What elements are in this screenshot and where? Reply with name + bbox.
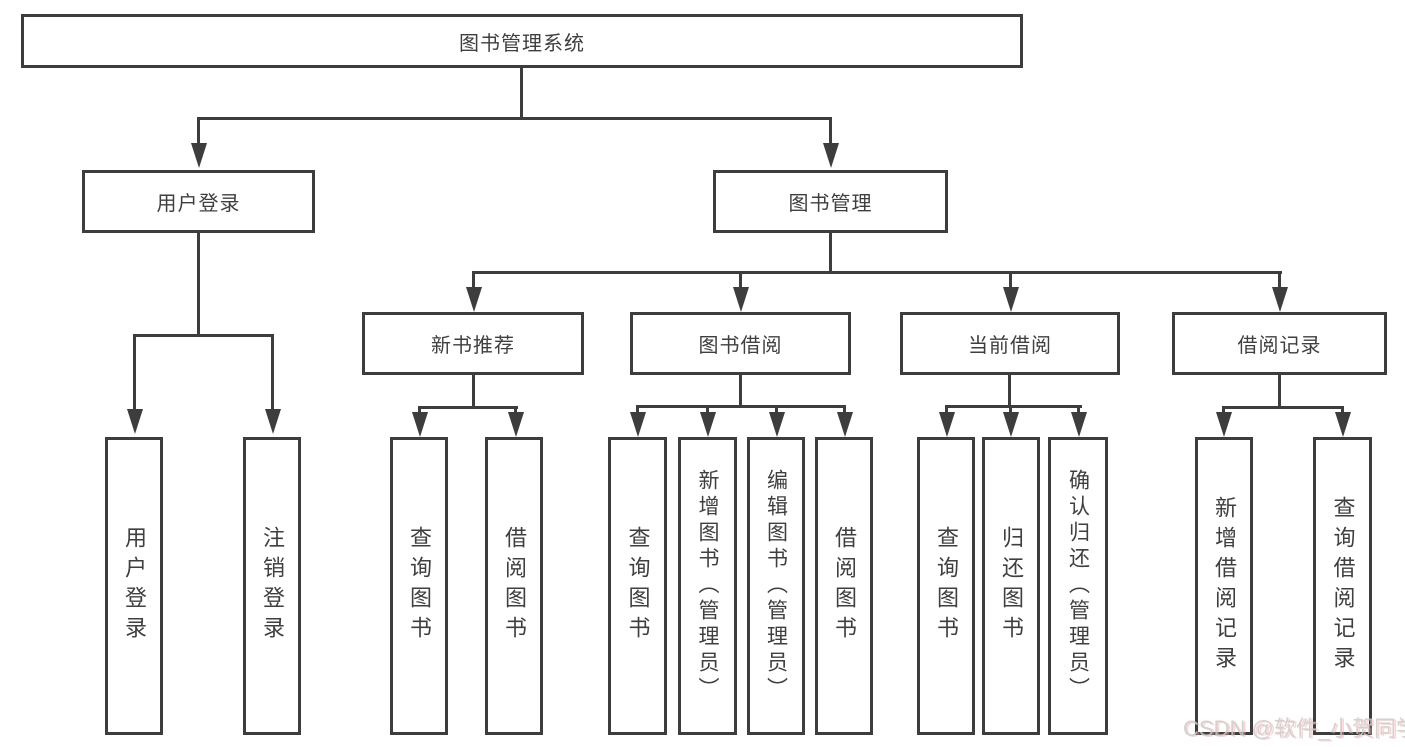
- arrowhead-icon: [265, 409, 281, 434]
- connector-stub: [706, 405, 709, 414]
- arrowhead-icon: [700, 412, 716, 437]
- connector-to-user-login: [197, 117, 200, 147]
- arrowhead-icon: [508, 412, 524, 437]
- arrowhead-icon: [1272, 287, 1288, 312]
- arrowhead-icon: [837, 412, 853, 437]
- leaf-add-borrow-record: 新增借阅记录: [1195, 437, 1253, 735]
- node-book-management: 图书管理: [713, 170, 948, 233]
- leaf-confirm-return-admin-label: 确认归还（管理员）: [1066, 469, 1090, 703]
- arrowhead-icon: [1003, 412, 1019, 437]
- node-user-login: 用户登录: [82, 170, 315, 233]
- connector-stub: [843, 405, 846, 414]
- leaf-borrow-books-2: 借阅图书: [815, 437, 873, 735]
- arrowhead-icon: [823, 143, 839, 168]
- node-user-login-label: 用户登录: [156, 193, 241, 215]
- connector-book-mgmt-horizontal: [472, 271, 1282, 274]
- leaf-query-borrow-record: 查询借阅记录: [1313, 437, 1372, 735]
- connector-to-leaf-logout: [271, 334, 274, 410]
- node-current-borrow: 当前借阅: [900, 312, 1120, 375]
- leaf-confirm-return-admin: 确认归还（管理员）: [1048, 437, 1108, 735]
- arrowhead-icon: [191, 143, 207, 168]
- arrowhead-icon: [939, 412, 955, 437]
- leaf-edit-books-admin-label: 编辑图书（管理员）: [764, 469, 788, 703]
- connector-stub: [775, 405, 778, 414]
- connector-stub: [1222, 406, 1225, 414]
- leaf-query-books-2: 查询图书: [608, 437, 667, 735]
- node-current-borrow-label: 当前借阅: [968, 335, 1052, 357]
- arrowhead-icon: [1071, 412, 1087, 437]
- leaf-query-books-3-label: 查询图书: [934, 526, 959, 646]
- connector-stub: [945, 405, 948, 414]
- connector-trunk-vertical: [520, 68, 523, 119]
- csdn-watermark: CSDN @软件_小贺同学: [1183, 716, 1405, 741]
- connector-to-borrow-records: [1278, 271, 1281, 288]
- connector-book-borrow-vertical: [739, 375, 742, 407]
- leaf-user-login-label: 用户登录: [122, 526, 147, 646]
- node-new-book-recommend-label: 新书推荐: [431, 335, 515, 357]
- leaf-borrow-books-2-label: 借阅图书: [832, 526, 857, 646]
- connector-to-new-book: [472, 271, 475, 288]
- connector-book-mgmt-vertical: [829, 233, 832, 274]
- node-new-book-recommend: 新书推荐: [362, 312, 584, 375]
- connector-stub: [1341, 406, 1344, 414]
- leaf-borrow-books-1: 借阅图书: [485, 437, 543, 735]
- arrowhead-icon: [1335, 412, 1351, 437]
- arrowhead-icon: [412, 412, 428, 437]
- root-node-label: 图书管理系统: [459, 32, 585, 55]
- leaf-query-books-1: 查询图书: [390, 437, 448, 735]
- arrowhead-icon: [733, 287, 749, 312]
- connector-to-book-borrow: [739, 271, 742, 288]
- connector-stub: [636, 405, 639, 414]
- leaf-query-borrow-record-label: 查询借阅记录: [1330, 496, 1356, 676]
- connector-stub: [1009, 405, 1012, 414]
- leaf-add-borrow-record-label: 新增借阅记录: [1212, 496, 1237, 676]
- connector-to-book-management: [829, 117, 832, 147]
- connector-user-login-vertical: [197, 233, 200, 337]
- leaf-query-books-1-label: 查询图书: [407, 526, 432, 646]
- leaf-edit-books-admin: 编辑图书（管理员）: [747, 437, 805, 735]
- connector-stub: [514, 406, 517, 414]
- connector-user-login-horizontal: [133, 334, 274, 337]
- leaf-borrow-books-1-label: 借阅图书: [502, 526, 527, 646]
- arrowhead-icon: [769, 412, 785, 437]
- leaf-user-login: 用户登录: [105, 437, 163, 735]
- leaf-logout-label: 注销登录: [260, 526, 285, 646]
- node-book-management-label: 图书管理: [788, 193, 873, 215]
- connector-borrow-records-horizontal: [1222, 406, 1344, 409]
- node-borrow-records: 借阅记录: [1172, 312, 1387, 375]
- root-node-system: 图书管理系统: [21, 14, 1023, 68]
- arrowhead-icon: [466, 287, 482, 312]
- connector-trunk-horizontal: [197, 117, 832, 120]
- connector-new-book-vertical: [472, 375, 475, 409]
- leaf-add-books-admin: 新增图书（管理员）: [678, 437, 737, 735]
- connector-to-leaf-login: [133, 334, 136, 410]
- leaf-logout: 注销登录: [243, 437, 301, 735]
- arrowhead-icon: [127, 409, 143, 434]
- connector-new-book-horizontal: [418, 406, 518, 409]
- leaf-query-books-2-label: 查询图书: [625, 526, 651, 646]
- connector-current-borrow-horizontal: [945, 405, 1082, 408]
- leaf-add-books-admin-label: 新增图书（管理员）: [696, 469, 719, 703]
- arrowhead-icon: [630, 412, 646, 437]
- connector-stub: [1077, 405, 1080, 414]
- arrowhead-icon: [1216, 412, 1232, 437]
- connector-stub: [418, 406, 421, 414]
- node-borrow-records-label: 借阅记录: [1237, 335, 1322, 357]
- node-book-borrow: 图书借阅: [630, 312, 851, 375]
- leaf-query-books-3: 查询图书: [917, 437, 975, 735]
- connector-to-current-borrow: [1009, 271, 1012, 288]
- connector-borrow-records-vertical: [1278, 375, 1281, 408]
- node-book-borrow-label: 图书借阅: [698, 335, 783, 357]
- leaf-return-books-label: 归还图书: [999, 526, 1024, 646]
- connector-book-borrow-horizontal: [636, 405, 846, 408]
- arrowhead-icon: [1003, 287, 1019, 312]
- connector-current-borrow-vertical: [1008, 375, 1011, 407]
- leaf-return-books: 归还图书: [982, 437, 1040, 735]
